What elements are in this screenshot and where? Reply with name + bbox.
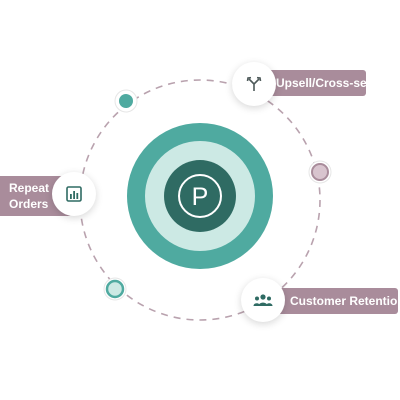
upsell-node (232, 62, 276, 106)
upsell-label: Upsell/Cross-sell (276, 76, 374, 90)
repeat-orders-label-line2: Orders (9, 197, 49, 211)
repeat-orders-label-line1: Repeat (9, 181, 50, 195)
hub-logo-letter: P (192, 183, 209, 211)
orbit-dot-mauve-right (308, 160, 332, 184)
upsell-label-tag: Upsell/Cross-sell (258, 70, 373, 96)
orbit-dot-teal-bottom (103, 277, 127, 301)
customer-retention-label-tag: Customer Retention (262, 288, 400, 314)
hub-center (164, 160, 236, 232)
repeat-orders-node (52, 172, 96, 216)
orbit-dot-teal-top (114, 89, 138, 113)
bar-chart-icon (66, 186, 82, 202)
orbit-ring (79, 79, 321, 321)
people-group-icon (253, 294, 273, 306)
branch-arrows-icon (246, 76, 262, 91)
p-logo-icon: P (178, 174, 222, 218)
customer-retention-node (241, 278, 285, 322)
customer-retention-label: Customer Retention (290, 294, 400, 308)
